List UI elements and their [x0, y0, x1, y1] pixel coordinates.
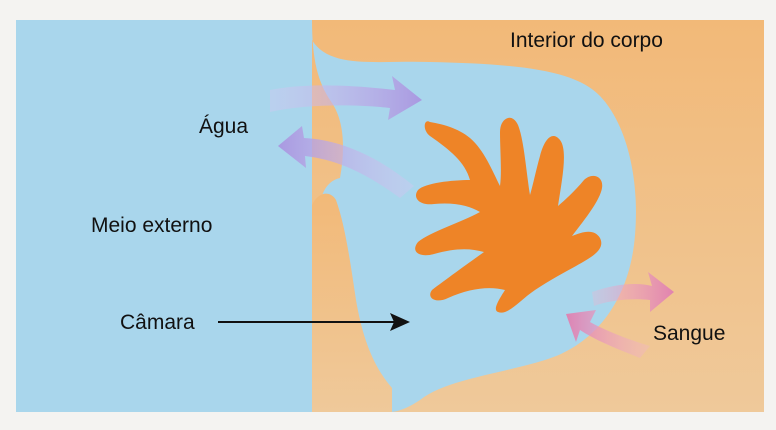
external-medium-label: Meio externo [91, 215, 212, 236]
water-label: Água [199, 116, 248, 137]
blood-label: Sangue [653, 323, 725, 344]
interior-label: Interior do corpo [510, 30, 663, 51]
chamber-label: Câmara [120, 312, 195, 333]
